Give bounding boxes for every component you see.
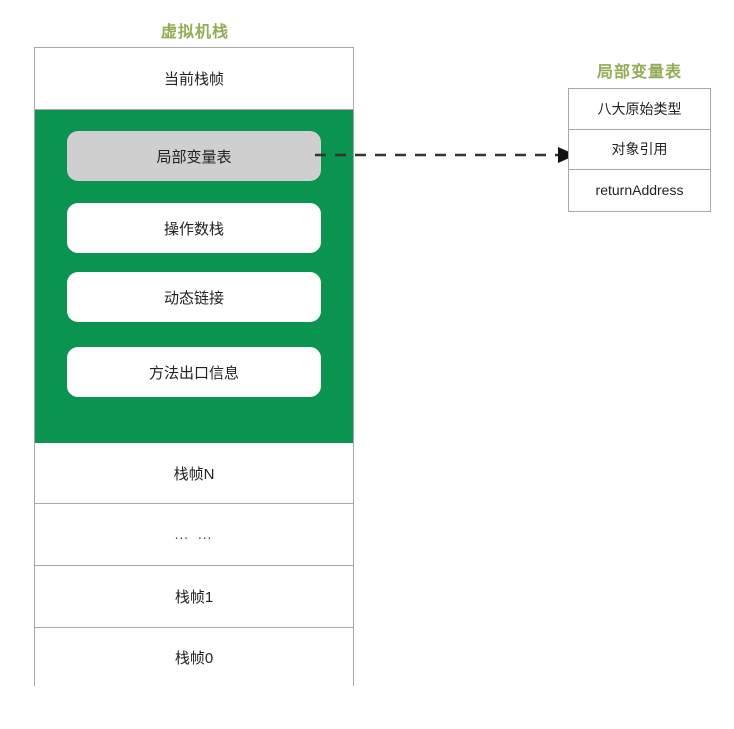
stack-row-frame-0: 栈帧0: [35, 628, 353, 686]
vm-stack-caption: 虚拟机栈: [160, 24, 229, 41]
stack-row-frame-n: 栈帧N: [35, 443, 353, 504]
frame-item-operand-stack[interactable]: 操作数栈: [67, 203, 321, 253]
frame-item-label: 操作数栈: [163, 220, 224, 238]
frame-item-label: 动态链接: [163, 289, 224, 307]
frame-item-label: 方法出口信息: [148, 364, 239, 382]
table-row-label: returnAddress: [595, 182, 684, 199]
stack-row-label: … …: [173, 526, 215, 543]
table-row-label: 对象引用: [611, 141, 668, 158]
stack-row-label: 栈帧0: [174, 649, 214, 667]
stack-row-ellipsis: … …: [35, 504, 353, 566]
table-row-return-address: returnAddress: [569, 170, 710, 211]
local-variable-table-caption: 局部变量表: [596, 64, 682, 81]
table-row-primitive-types: 八大原始类型: [569, 89, 710, 130]
table-row-object-reference: 对象引用: [569, 130, 710, 171]
frame-item-method-return-info[interactable]: 方法出口信息: [67, 347, 321, 397]
frame-item-label: 局部变量表: [156, 148, 232, 166]
table-row-label: 八大原始类型: [597, 100, 682, 117]
stack-row-label: 栈帧N: [173, 465, 215, 483]
frame-item-dynamic-linking[interactable]: 动态链接: [67, 272, 321, 322]
frame-item-local-variable-table[interactable]: 局部变量表: [67, 131, 321, 181]
stack-row-label: 当前栈帧: [163, 71, 224, 88]
stack-row-label: 栈帧1: [174, 589, 214, 606]
current-frame-detail-block: 局部变量表 操作数栈 动态链接 方法出口信息: [35, 110, 353, 443]
stack-row-current-frame: 当前栈帧: [35, 48, 353, 110]
vm-stack-container: 当前栈帧 局部变量表 操作数栈 动态链接 方法出口信息 栈帧N … … 栈帧1: [34, 47, 354, 686]
stack-row-frame-1: 栈帧1: [35, 566, 353, 628]
local-variable-table: 八大原始类型 对象引用 returnAddress: [568, 88, 711, 212]
